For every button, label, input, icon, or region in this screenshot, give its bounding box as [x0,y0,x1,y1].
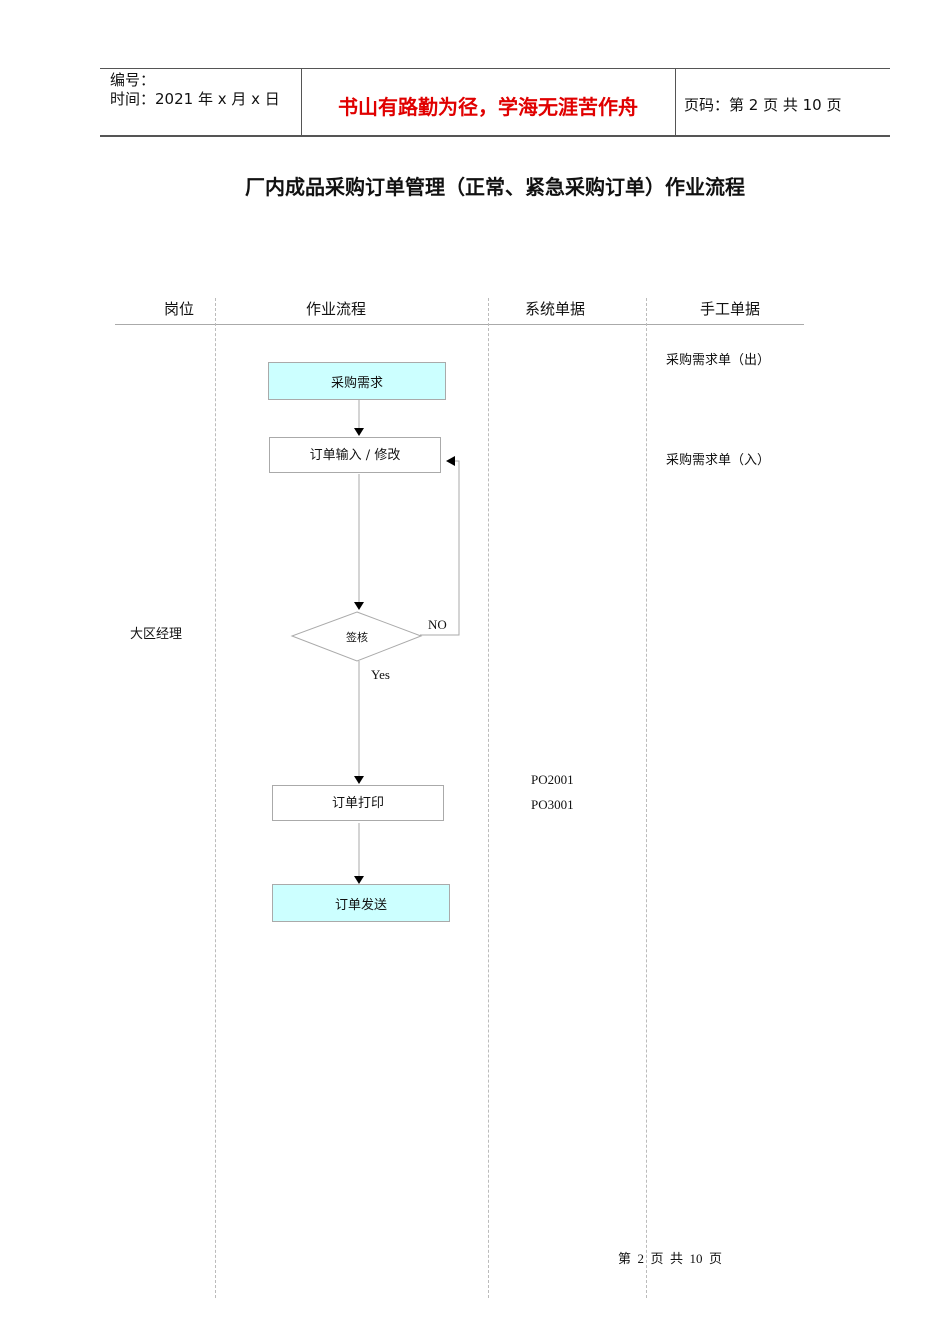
header-meta: 编号： 时间：2021 年 x 月 x 日 [110,71,280,109]
column-header-process: 作业流程 [306,300,367,318]
decision-label: 签核 [346,631,368,644]
arrow-head-icon [354,876,364,884]
header-divider [301,68,302,136]
header-page-info: 页码：第 2 页 共 10 页 [684,96,842,114]
column-header-system-docs: 系统单据 [525,300,586,318]
manual-doc: 采购需求单（入） [666,452,771,467]
header-top-rule [100,68,890,69]
role-label: 大区经理 [130,626,183,641]
no-loop-line [420,460,460,636]
lane-divider [215,298,216,1298]
column-header-role: 岗位 [164,300,195,318]
decision-diamond [290,611,423,662]
system-doc: PO3001 [531,797,574,812]
manual-doc: 采购需求单（出） [666,352,771,367]
process-step-order-send: 订单发送 [272,884,450,922]
system-doc: PO2001 [531,772,574,787]
arrow-head-icon [354,776,364,784]
yes-branch-label: Yes [371,667,390,682]
arrow-head-icon [446,456,455,466]
lane-divider [646,298,647,1298]
no-branch-label: NO [428,617,447,632]
page-title: 厂内成品采购订单管理（正常、紧急采购订单）作业流程 [245,175,745,199]
column-header-rule [115,324,804,325]
process-step-order-print: 订单打印 [272,785,444,821]
column-header-manual-docs: 手工单据 [700,300,761,318]
arrow-head-icon [354,428,364,436]
document-number-label: 编号： [110,71,156,89]
header-bottom-rule [100,135,890,137]
lane-divider [488,298,489,1298]
process-step-purchase-request: 采购需求 [268,362,446,400]
process-step-order-entry: 订单输入 / 修改 [269,437,441,473]
arrow-head-icon [354,602,364,610]
header-motto: 书山有路勤为径，学海无涯苦作舟 [338,95,638,119]
header-divider [675,68,676,136]
document-date: 时间：2021 年 x 月 x 日 [110,90,280,108]
page-footer: 第 2 页 共 10 页 [618,1251,723,1266]
